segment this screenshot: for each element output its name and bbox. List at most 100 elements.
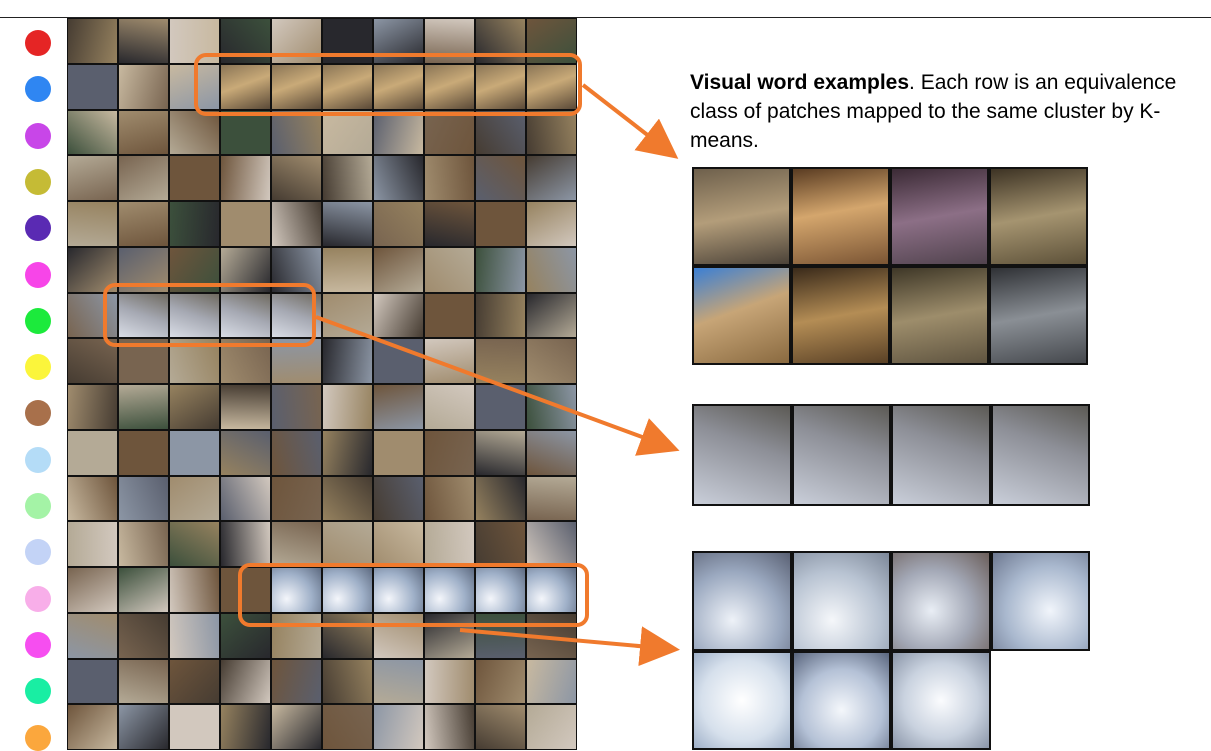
arrow-capitals (581, 83, 679, 159)
patch-tile (323, 705, 372, 749)
patch-tile (119, 202, 168, 246)
patch-tile (425, 247, 474, 292)
patch-tile (374, 659, 423, 704)
patch-tile (323, 247, 372, 292)
patch-tile (527, 522, 576, 566)
patch-tile (323, 110, 372, 155)
patch-tile (221, 568, 270, 612)
patch-tile (476, 339, 525, 383)
patch-tile (170, 522, 219, 566)
patch-tile (221, 385, 270, 429)
cluster-patch (893, 652, 989, 748)
patch-tile (476, 476, 525, 521)
cluster-dot (25, 539, 51, 566)
patch-tile (68, 705, 117, 749)
patch-tile (68, 202, 117, 246)
patch-tile (527, 293, 576, 338)
patch-tile (527, 156, 576, 200)
patch-tile (119, 568, 168, 612)
patch-tile (323, 613, 372, 658)
patch-tile (272, 659, 321, 704)
cluster-dot (25, 261, 51, 288)
patch-tile (527, 110, 576, 155)
patch-tile (476, 293, 525, 338)
patch-tile (374, 705, 423, 749)
patch-tile (68, 522, 117, 566)
patch-tile (119, 156, 168, 200)
cluster-patch (694, 406, 790, 504)
cluster-patch (892, 169, 987, 264)
patch-tile (374, 110, 423, 155)
patch-tile (476, 659, 525, 704)
patch-tile (221, 202, 270, 246)
patch-tile (221, 156, 270, 200)
patch-tile (119, 522, 168, 566)
patch-tile (476, 522, 525, 566)
patch-tile (476, 430, 525, 475)
patch-tile (119, 64, 168, 109)
patch-tile (68, 568, 117, 612)
patch-tile (119, 476, 168, 521)
patch-tile (272, 568, 321, 612)
patch-tile (272, 110, 321, 155)
cluster-patch (793, 406, 889, 504)
patch-tile (221, 705, 270, 749)
patch-tile (272, 64, 321, 109)
highlight-row-capitals (194, 53, 582, 116)
patch-tile (323, 659, 372, 704)
figure-caption: Visual word examples. Each row is an equ… (690, 68, 1190, 155)
patch-tile (170, 659, 219, 704)
patch-tile (68, 293, 117, 338)
patch-tile (170, 110, 219, 155)
cluster-dot (25, 30, 51, 56)
patch-tile (527, 247, 576, 292)
patch-tile (68, 430, 117, 475)
patch-tile (374, 247, 423, 292)
patch-tile (323, 339, 372, 383)
arrow-ledge (315, 315, 680, 456)
patch-tile (221, 522, 270, 566)
patch-tile (68, 156, 117, 200)
patch-tile (119, 110, 168, 155)
cluster-dot (25, 585, 51, 612)
patch-tile (374, 568, 423, 612)
cluster-dot (25, 168, 51, 195)
patch-tile (272, 522, 321, 566)
patch-mosaic (67, 18, 577, 750)
patch-tile (425, 385, 474, 429)
patch-tile (425, 613, 474, 658)
patch-tile (170, 293, 219, 338)
patch-tile (425, 430, 474, 475)
patch-tile (170, 156, 219, 200)
cluster-patch (991, 169, 1086, 264)
patch-tile (170, 430, 219, 475)
patch-tile (425, 293, 474, 338)
cluster-patch (892, 268, 987, 363)
top-rule (0, 17, 1211, 18)
patch-tile (221, 293, 270, 338)
patch-tile (170, 613, 219, 658)
patch-tile (68, 476, 117, 521)
patch-tile (221, 659, 270, 704)
patch-tile (425, 522, 474, 566)
patch-tile (119, 19, 168, 63)
patch-tile (374, 156, 423, 200)
patch-tile (323, 476, 372, 521)
patch-tile (374, 613, 423, 658)
patch-tile (374, 64, 423, 109)
patch-tile (425, 110, 474, 155)
cluster-dot (25, 76, 51, 103)
patch-tile (527, 705, 576, 749)
patch-tile (272, 613, 321, 658)
patch-tile (170, 568, 219, 612)
caption-text: . Each row is an equivalence class of pa… (690, 71, 1177, 152)
patch-tile (68, 613, 117, 658)
patch-tile (374, 522, 423, 566)
arrow-tower (459, 626, 680, 667)
patch-tile (170, 476, 219, 521)
cluster-dot (25, 122, 51, 149)
cluster-patch (793, 652, 889, 748)
patch-tile (425, 476, 474, 521)
patch-tile (119, 293, 168, 338)
